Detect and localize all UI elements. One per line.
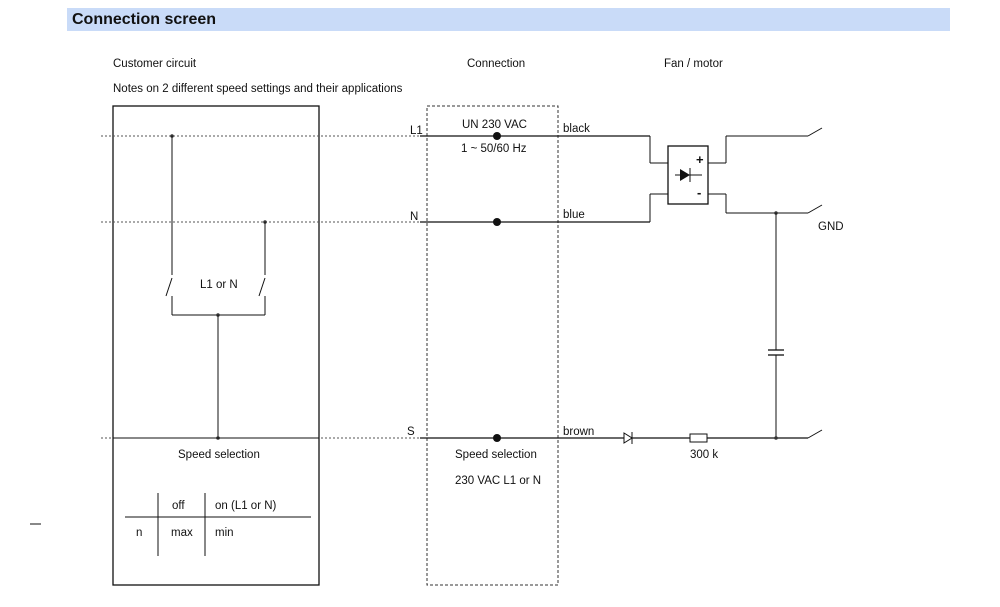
gnd-label: GND	[818, 221, 844, 233]
s-line	[101, 429, 823, 439]
supply-frequency-label: 1 ~ 50/60 Hz	[461, 143, 527, 155]
title-bar: Connection screen	[67, 8, 950, 31]
resistor-label: 300 k	[690, 449, 718, 461]
rectifier-plus: +	[696, 152, 704, 167]
speed-table	[125, 493, 311, 556]
rectifier-block	[667, 127, 823, 214]
speed-table-row-label: n	[136, 527, 142, 539]
l1-line	[101, 135, 668, 164]
n-terminal-dot	[493, 218, 501, 226]
speed-table-header-off: off	[172, 500, 185, 512]
rectifier-minus: -	[697, 185, 701, 200]
s-terminal-dot	[493, 434, 501, 442]
terminal-s-label: S	[407, 426, 415, 438]
wire-blue-label: blue	[563, 209, 585, 221]
terminal-l1-label: L1	[410, 125, 423, 137]
speed-notes: Notes on 2 different speed settings and …	[113, 83, 403, 95]
fan-motor-heading: Fan / motor	[664, 58, 723, 70]
customer-circuit-box	[112, 105, 320, 586]
switch-label: L1 or N	[200, 279, 238, 291]
capacitor	[768, 211, 784, 440]
diode-icon	[623, 432, 633, 444]
l1-terminal-dot	[493, 132, 501, 140]
page-title: Connection screen	[72, 11, 217, 28]
wire-black-label: black	[563, 123, 590, 135]
connection-speed-selection-label: Speed selection	[455, 449, 537, 461]
customer-speed-selection-label: Speed selection	[178, 449, 260, 461]
n-line	[101, 193, 668, 223]
speed-table-header-on: on (L1 or N)	[215, 500, 277, 512]
connection-speed-selection-value: 230 VAC L1 or N	[455, 475, 541, 487]
connection-heading: Connection	[467, 58, 525, 70]
supply-voltage-label: UN 230 VAC	[462, 119, 527, 131]
wire-brown-label: brown	[563, 426, 594, 438]
speed-table-cell-min: min	[215, 527, 234, 539]
customer-circuit-heading: Customer circuit	[113, 58, 197, 70]
resistor-icon	[689, 433, 708, 443]
speed-switch	[165, 134, 267, 440]
connection-box	[426, 105, 559, 586]
speed-table-cell-max: max	[171, 527, 193, 539]
terminal-n-label: N	[410, 211, 418, 223]
